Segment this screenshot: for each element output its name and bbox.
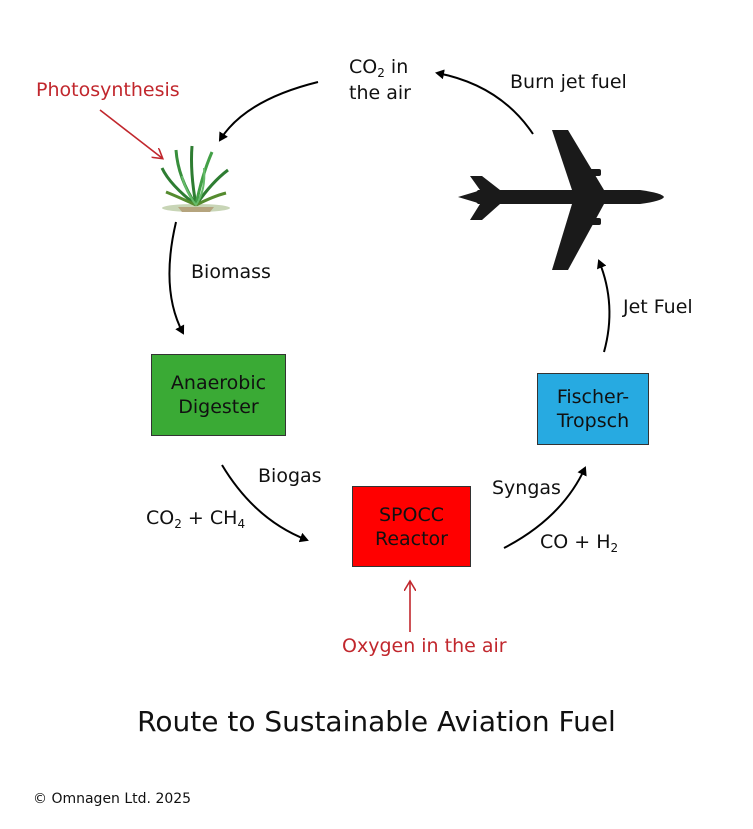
diagram-title: Route to Sustainable Aviation Fuel — [137, 705, 616, 738]
burn-jet-fuel-label: Burn jet fuel — [510, 71, 627, 93]
anaerobic-digester-line2: Digester — [178, 396, 259, 418]
arrow-co2-to-plant — [218, 81, 319, 142]
co2-ch4-label: CO2 + CH4 — [146, 507, 246, 531]
airplane-icon — [458, 130, 664, 270]
spocc-reactor-line1: SPOCC — [378, 503, 444, 526]
biomass-label: Biomass — [191, 261, 271, 283]
arrow-syngas — [503, 466, 587, 549]
fischer-tropsch-line1: Fischer- — [556, 386, 630, 408]
spocc-reactor-line2: Reactor — [374, 527, 448, 550]
anaerobic-digester-box: Anaerobic Digester — [151, 354, 286, 436]
biogas-label: Biogas — [258, 465, 322, 487]
arrow-biomass — [168, 221, 185, 335]
jet-fuel-label: Jet Fuel — [623, 296, 693, 318]
copyright-notice: © Omnagen Ltd. 2025 — [33, 791, 192, 807]
oxygen-label: Oxygen in the air — [342, 635, 507, 657]
arrow-jet-fuel — [597, 259, 611, 353]
co2-in-air-label: CO2 in — [349, 56, 409, 80]
anaerobic-digester-line1: Anaerobic — [170, 372, 267, 394]
plant-icon — [160, 145, 230, 212]
syngas-label: Syngas — [492, 477, 561, 499]
co2-in-air-label-line2: the air — [349, 82, 411, 104]
spocc-reactor-box: SPOCC Reactor — [352, 486, 471, 567]
co-h2-label: CO + H2 — [540, 531, 619, 555]
arrow-burn-jet-fuel — [435, 69, 534, 135]
fischer-tropsch-line2: Tropsch — [556, 410, 630, 432]
fischer-tropsch-box: Fischer- Tropsch — [537, 373, 649, 445]
photosynthesis-label: Photosynthesis — [36, 79, 180, 101]
arrow-photosynthesis — [99, 109, 162, 158]
arrow-biogas — [221, 464, 309, 543]
